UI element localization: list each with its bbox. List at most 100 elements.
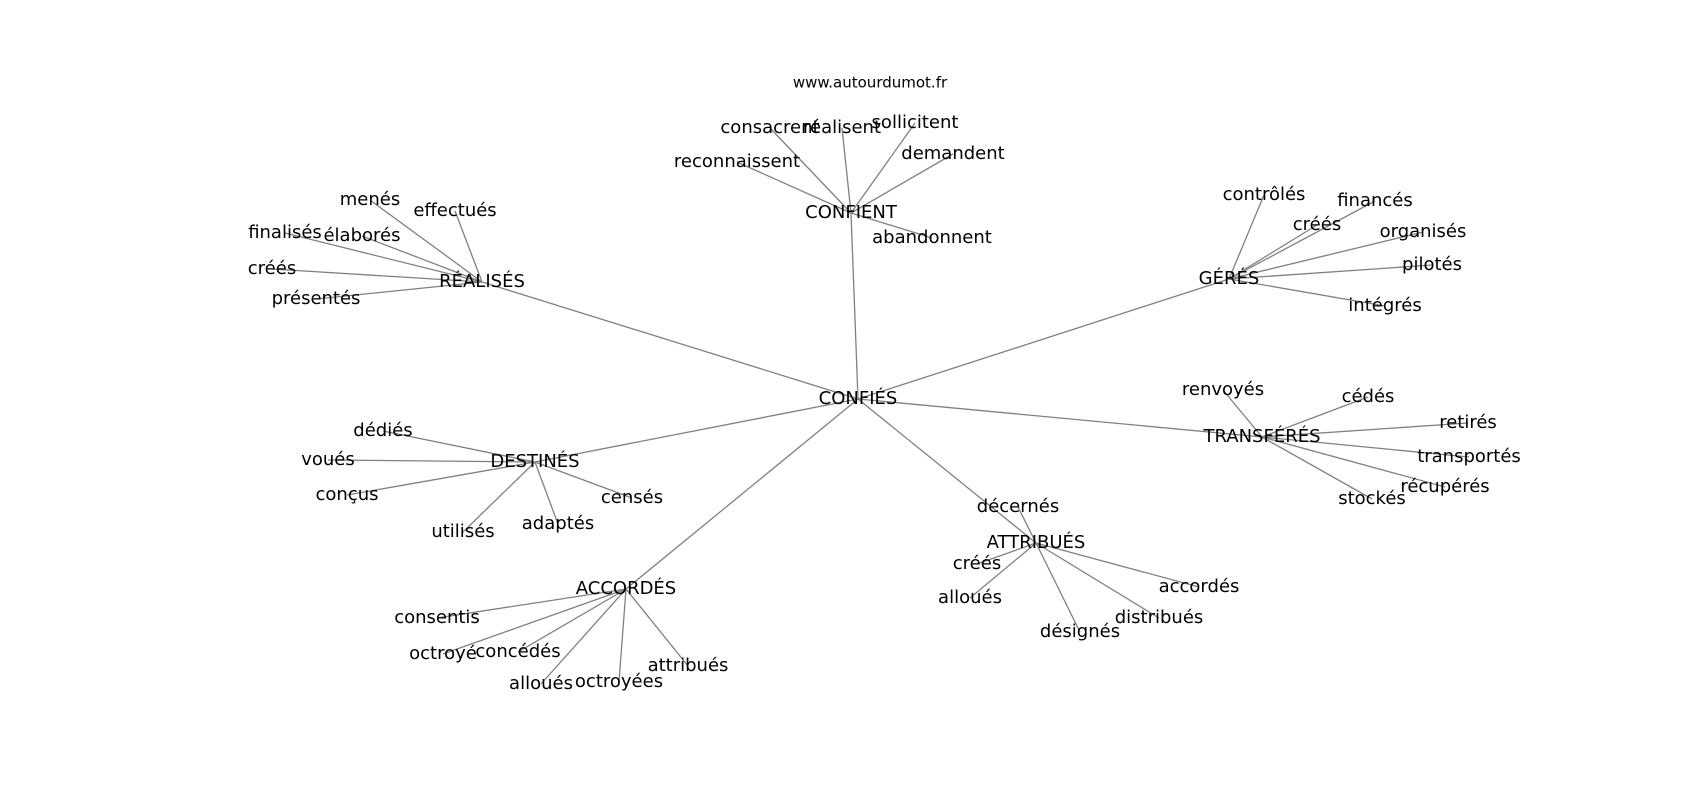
edge-transferes-retires: [1261, 422, 1469, 438]
node-label-distribues[interactable]: distribués: [1115, 607, 1204, 628]
node-label-designes[interactable]: désignés: [1040, 621, 1120, 642]
edge-confies-attribues_hub: [857, 398, 1037, 544]
node-label-alloues_a[interactable]: alloués: [509, 673, 573, 694]
watermark-text: www.autourdumot.fr: [793, 74, 948, 92]
node-label-consacrent[interactable]: consacrent: [720, 117, 819, 138]
node-label-alloues_t[interactable]: alloués: [938, 587, 1002, 608]
node-label-voues[interactable]: voués: [301, 449, 355, 470]
node-label-decernes[interactable]: décernés: [977, 496, 1059, 517]
edge-attribues_hub-accordes_leaf: [1035, 542, 1200, 588]
edge-transferes-transportes: [1261, 436, 1470, 458]
node-label-presentes[interactable]: présentés: [272, 288, 361, 309]
edge-geres-controles: [1228, 194, 1265, 280]
edge-attribues_hub-decernes: [1017, 506, 1037, 544]
node-label-organises[interactable]: organisés: [1380, 221, 1467, 242]
edge-realises-finalises: [284, 232, 483, 283]
node-label-utilises[interactable]: utilisés: [431, 521, 494, 542]
edge-confient-reconnaissent: [736, 161, 852, 214]
edge-destines-concus: [346, 461, 536, 496]
node-label-accordes_hub[interactable]: ACCORDÉS: [576, 577, 676, 599]
node-label-demandent[interactable]: demandent: [901, 143, 1004, 164]
node-label-sollicitent[interactable]: sollicitent: [872, 112, 959, 133]
edge-geres-pilotes: [1228, 264, 1433, 280]
edge-transferes-recuperes: [1261, 436, 1446, 488]
node-label-stockes[interactable]: stockés: [1338, 488, 1406, 509]
edge-realises-presentes: [315, 281, 483, 300]
node-label-dedies[interactable]: dédiés: [353, 420, 412, 441]
edge-geres-integres: [1228, 278, 1386, 307]
node-label-consentis[interactable]: consentis: [394, 607, 480, 628]
edge-accordes_hub-attribues_leaf: [625, 588, 689, 667]
node-label-realises[interactable]: RÉALISÉS: [439, 270, 525, 292]
edge-accordes_hub-consentis: [436, 588, 627, 619]
node-label-confient[interactable]: CONFIENT: [805, 202, 898, 223]
node-label-effectues[interactable]: effectués: [413, 200, 496, 221]
edge-confies-destines: [534, 398, 859, 463]
node-label-destines[interactable]: DESTINÉS: [490, 450, 579, 472]
node-label-censes[interactable]: censés: [601, 487, 663, 508]
edge-realises-elabores: [361, 235, 483, 283]
edge-transferes-renvoyes: [1222, 389, 1263, 438]
node-label-integres[interactable]: intégrés: [1348, 295, 1421, 316]
node-label-transferes[interactable]: TRANSFÉRÉS: [1202, 425, 1320, 447]
edge-confies-geres: [857, 278, 1230, 400]
node-label-controles[interactable]: contrôlés: [1223, 184, 1306, 205]
edge-destines-censes: [534, 461, 633, 499]
labels-layer: CONFIÉS CONFIENT RÉALISÉS GÉRÉS TRANSFÉRÉS DE…: [248, 112, 1521, 694]
node-label-retires[interactable]: retirés: [1439, 412, 1497, 433]
node-label-abandonnent[interactable]: abandonnent: [872, 227, 992, 248]
node-label-geres[interactable]: GÉRÉS: [1199, 267, 1260, 289]
node-label-adaptes[interactable]: adaptés: [522, 513, 594, 534]
node-label-concus[interactable]: conçus: [316, 484, 379, 505]
edge-attribues_hub-designes: [1035, 542, 1081, 633]
node-label-crees_r[interactable]: créés: [248, 258, 296, 279]
node-label-finalises[interactable]: finalisés: [248, 222, 322, 243]
edge-accordes_hub-concedes: [517, 588, 627, 653]
edge-geres-finances: [1228, 200, 1376, 280]
edge-attribues_hub-crees_t: [976, 542, 1037, 565]
edge-realises-menes: [369, 199, 483, 283]
edge-destines-utilises: [462, 461, 536, 533]
edge-accordes_hub-octroye: [442, 588, 627, 655]
edge-confies-confient: [850, 212, 859, 400]
edge-accordes_hub-octroyees: [618, 588, 627, 683]
edge-transferes-cedes: [1261, 396, 1369, 438]
edge-attribues_hub-distribues: [1035, 542, 1160, 619]
edge-destines-voues: [327, 459, 536, 463]
node-label-reconnaissent[interactable]: reconnaissent: [674, 151, 800, 172]
node-label-renvoyes[interactable]: renvoyés: [1182, 379, 1264, 400]
node-label-transportes[interactable]: transportés: [1417, 446, 1521, 467]
edge-confies-accordes_hub: [625, 398, 859, 590]
edge-confies-transferes: [857, 398, 1263, 438]
node-label-menes[interactable]: menés: [340, 189, 400, 210]
node-label-attribues_hub[interactable]: ATTRIBUÉS: [987, 531, 1086, 553]
node-label-pilotes[interactable]: pilotés: [1402, 254, 1462, 275]
edge-confient-demandent: [850, 153, 954, 214]
edge-geres-crees_g: [1228, 224, 1318, 280]
edge-confient-abandonnent: [850, 212, 933, 239]
node-label-elabores[interactable]: élaborés: [323, 225, 400, 246]
edge-confies-realises: [481, 281, 859, 400]
node-label-octroyees[interactable]: octroyées: [575, 671, 663, 692]
edge-destines-adaptes: [534, 461, 559, 525]
edges-layer: [271, 122, 1470, 685]
node-label-octroye[interactable]: octroyé: [409, 643, 477, 664]
node-label-finances[interactable]: financés: [1337, 190, 1413, 211]
edge-confient-consacrent: [769, 127, 852, 214]
node-label-accordes_leaf[interactable]: accordés: [1159, 576, 1240, 597]
edge-confient-sollicitent: [850, 122, 916, 214]
node-label-crees_t[interactable]: créés: [953, 553, 1001, 574]
node-label-recuperes[interactable]: récupérés: [1400, 476, 1489, 497]
edge-confient-realisent: [841, 127, 852, 214]
node-label-attribues_leaf[interactable]: attribués: [648, 655, 729, 676]
edge-realises-effectues: [454, 210, 483, 283]
node-label-concedes[interactable]: concédés: [475, 641, 560, 662]
node-label-cedes[interactable]: cédés: [1342, 386, 1395, 407]
edge-destines-dedies: [382, 430, 536, 463]
node-label-crees_g[interactable]: créés: [1293, 214, 1341, 235]
node-label-confies[interactable]: CONFIÉS: [819, 387, 898, 409]
node-label-realisent[interactable]: réalisent: [803, 117, 881, 138]
edge-attribues_hub-alloues_t: [969, 542, 1037, 599]
